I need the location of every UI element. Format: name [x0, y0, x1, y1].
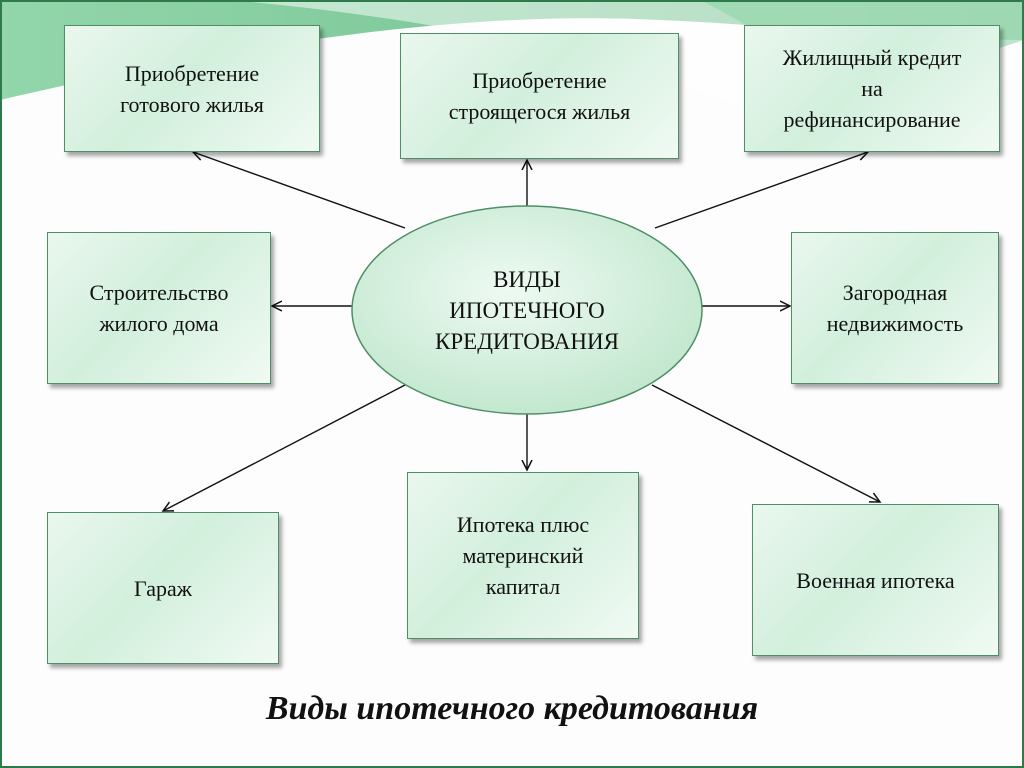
box-maternity-capital: Ипотека плюс материнский капитал — [407, 472, 639, 639]
box-label: Приобретение строящегося жилья — [448, 68, 631, 124]
arrow-to-ready-housing — [193, 152, 406, 229]
box-label: Загородная недвижимость — [826, 280, 964, 336]
box-ready-housing: Приобретение готового жилья — [64, 25, 320, 152]
box-label: Военная ипотека — [796, 567, 955, 593]
connector-arrows — [163, 152, 880, 511]
box-label: Строительство жилого дома — [89, 280, 229, 336]
center-label: ВИДЫ ИПОТЕЧНОГО КРЕДИТОВАНИЯ — [435, 266, 619, 354]
slide-title: Виды ипотечного кредитования — [265, 690, 759, 727]
box-country-property: Загородная недвижимость — [791, 232, 999, 384]
box-house-construction: Строительство жилого дома — [47, 232, 271, 384]
box-under-construction: Приобретение строящегося жилья — [400, 33, 679, 159]
center-ellipse — [351, 205, 703, 415]
arrow-to-military — [651, 384, 880, 502]
box-refinancing: Жилищный кредит на рефинансирование — [744, 25, 1000, 152]
box-label: Приобретение готового жилья — [120, 60, 264, 117]
arrow-to-garage — [163, 384, 406, 511]
box-label: Гараж — [134, 575, 192, 601]
box-label: Жилищный кредит на рефинансирование — [782, 45, 962, 132]
arrow-to-refinancing — [654, 152, 868, 229]
box-military: Военная ипотека — [752, 504, 999, 656]
box-label: Ипотека плюс материнский капитал — [456, 512, 590, 599]
box-garage: Гараж — [47, 512, 279, 664]
